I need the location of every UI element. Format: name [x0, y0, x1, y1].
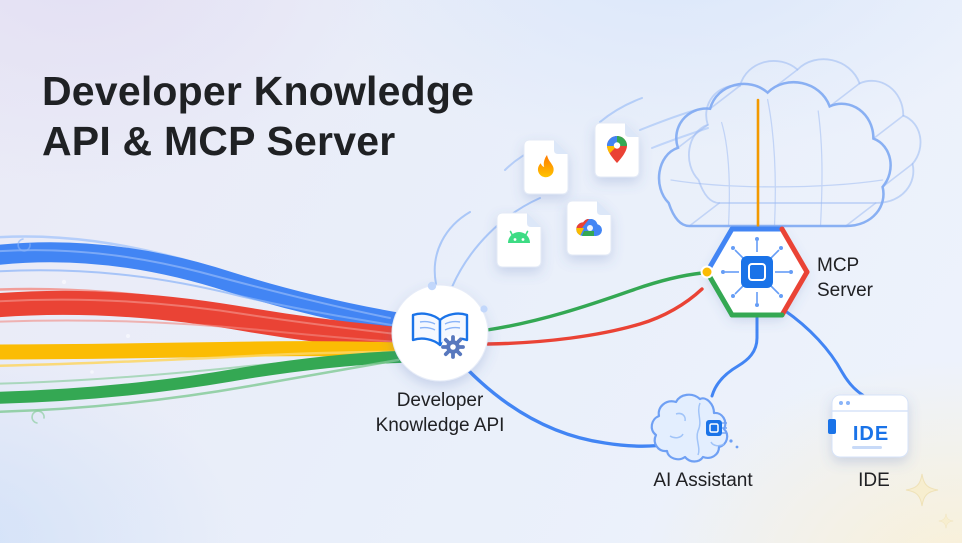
yellow-connector-dot	[700, 265, 714, 279]
knowledge-api-label: Developer Knowledge API	[340, 388, 540, 438]
connector-api-to-mcp-green	[485, 271, 704, 332]
open-book-icon	[411, 312, 469, 359]
stream-curl	[17, 238, 31, 252]
mcp-server-node	[700, 226, 810, 318]
connector-mcp-to-ide	[782, 308, 866, 398]
google-cloud-doc-icon	[566, 200, 612, 256]
ide-label: IDE	[858, 470, 890, 491]
mcp-server-label-line1: MCP	[817, 255, 860, 276]
knowledge-api-label-line2: Knowledge API	[375, 415, 505, 437]
stream-yellow-ribbon	[0, 341, 408, 360]
stream-red-ribbon	[0, 290, 412, 351]
rim-dot	[480, 305, 488, 313]
brain-icon	[650, 393, 729, 463]
hexagon-border	[704, 226, 810, 318]
stream-blue-ribbon	[0, 242, 410, 333]
google-maps-doc-icon	[594, 122, 640, 178]
browser-window-icon: IDE	[828, 394, 909, 458]
stream-curl	[31, 410, 45, 424]
knowledge-api-node	[391, 281, 489, 382]
stream-spark-dot	[90, 370, 94, 374]
sparkle-icon	[905, 473, 954, 529]
firebase-doc-icon	[523, 139, 569, 195]
stream-blue-wave	[0, 249, 391, 319]
flow-line	[433, 211, 471, 285]
ai-chip-icon	[706, 420, 739, 449]
stream-spark-dot	[61, 279, 67, 285]
flow-line	[639, 109, 697, 131]
rim-dot	[427, 281, 437, 291]
page-title: Developer Knowledge API & MCP Server	[42, 66, 582, 166]
flow-line	[451, 197, 541, 288]
android-doc-icon	[496, 212, 542, 268]
stream-spark-dot	[126, 334, 130, 338]
mcp-server-label: MCP Server	[817, 253, 907, 303]
connector-mcp-to-ai	[710, 316, 759, 398]
title-line-2: API & MCP Server	[42, 118, 396, 165]
cloud-wireframe-icon	[657, 58, 922, 228]
stream-green-ribbon	[0, 351, 406, 404]
stream-yellow-strand	[0, 350, 400, 367]
circuit-traces	[721, 237, 793, 307]
flow-line	[651, 127, 709, 149]
title-line-1: Developer Knowledge	[42, 68, 475, 114]
ide-node: IDE	[828, 394, 909, 458]
data-streams	[0, 235, 412, 424]
flow-line	[599, 97, 643, 123]
ai-assistant-node	[650, 393, 739, 463]
stream-green-strand	[0, 358, 400, 413]
stream-blue-strand2	[0, 269, 399, 327]
chip-icon	[741, 256, 773, 288]
connector-api-to-ai-blue	[466, 368, 672, 448]
ai-assistant-label: AI Assistant	[653, 470, 753, 491]
stream-red-strand2	[0, 319, 399, 343]
ide-window-text: IDE	[853, 423, 889, 445]
gear-icon	[441, 335, 465, 359]
connector-api-to-mcp-red	[486, 287, 704, 346]
knowledge-api-label-line1: Developer	[396, 390, 484, 411]
mcp-server-label-line2: Server	[817, 280, 873, 302]
stream-red-wave	[0, 298, 397, 335]
doc-icons	[496, 122, 640, 268]
